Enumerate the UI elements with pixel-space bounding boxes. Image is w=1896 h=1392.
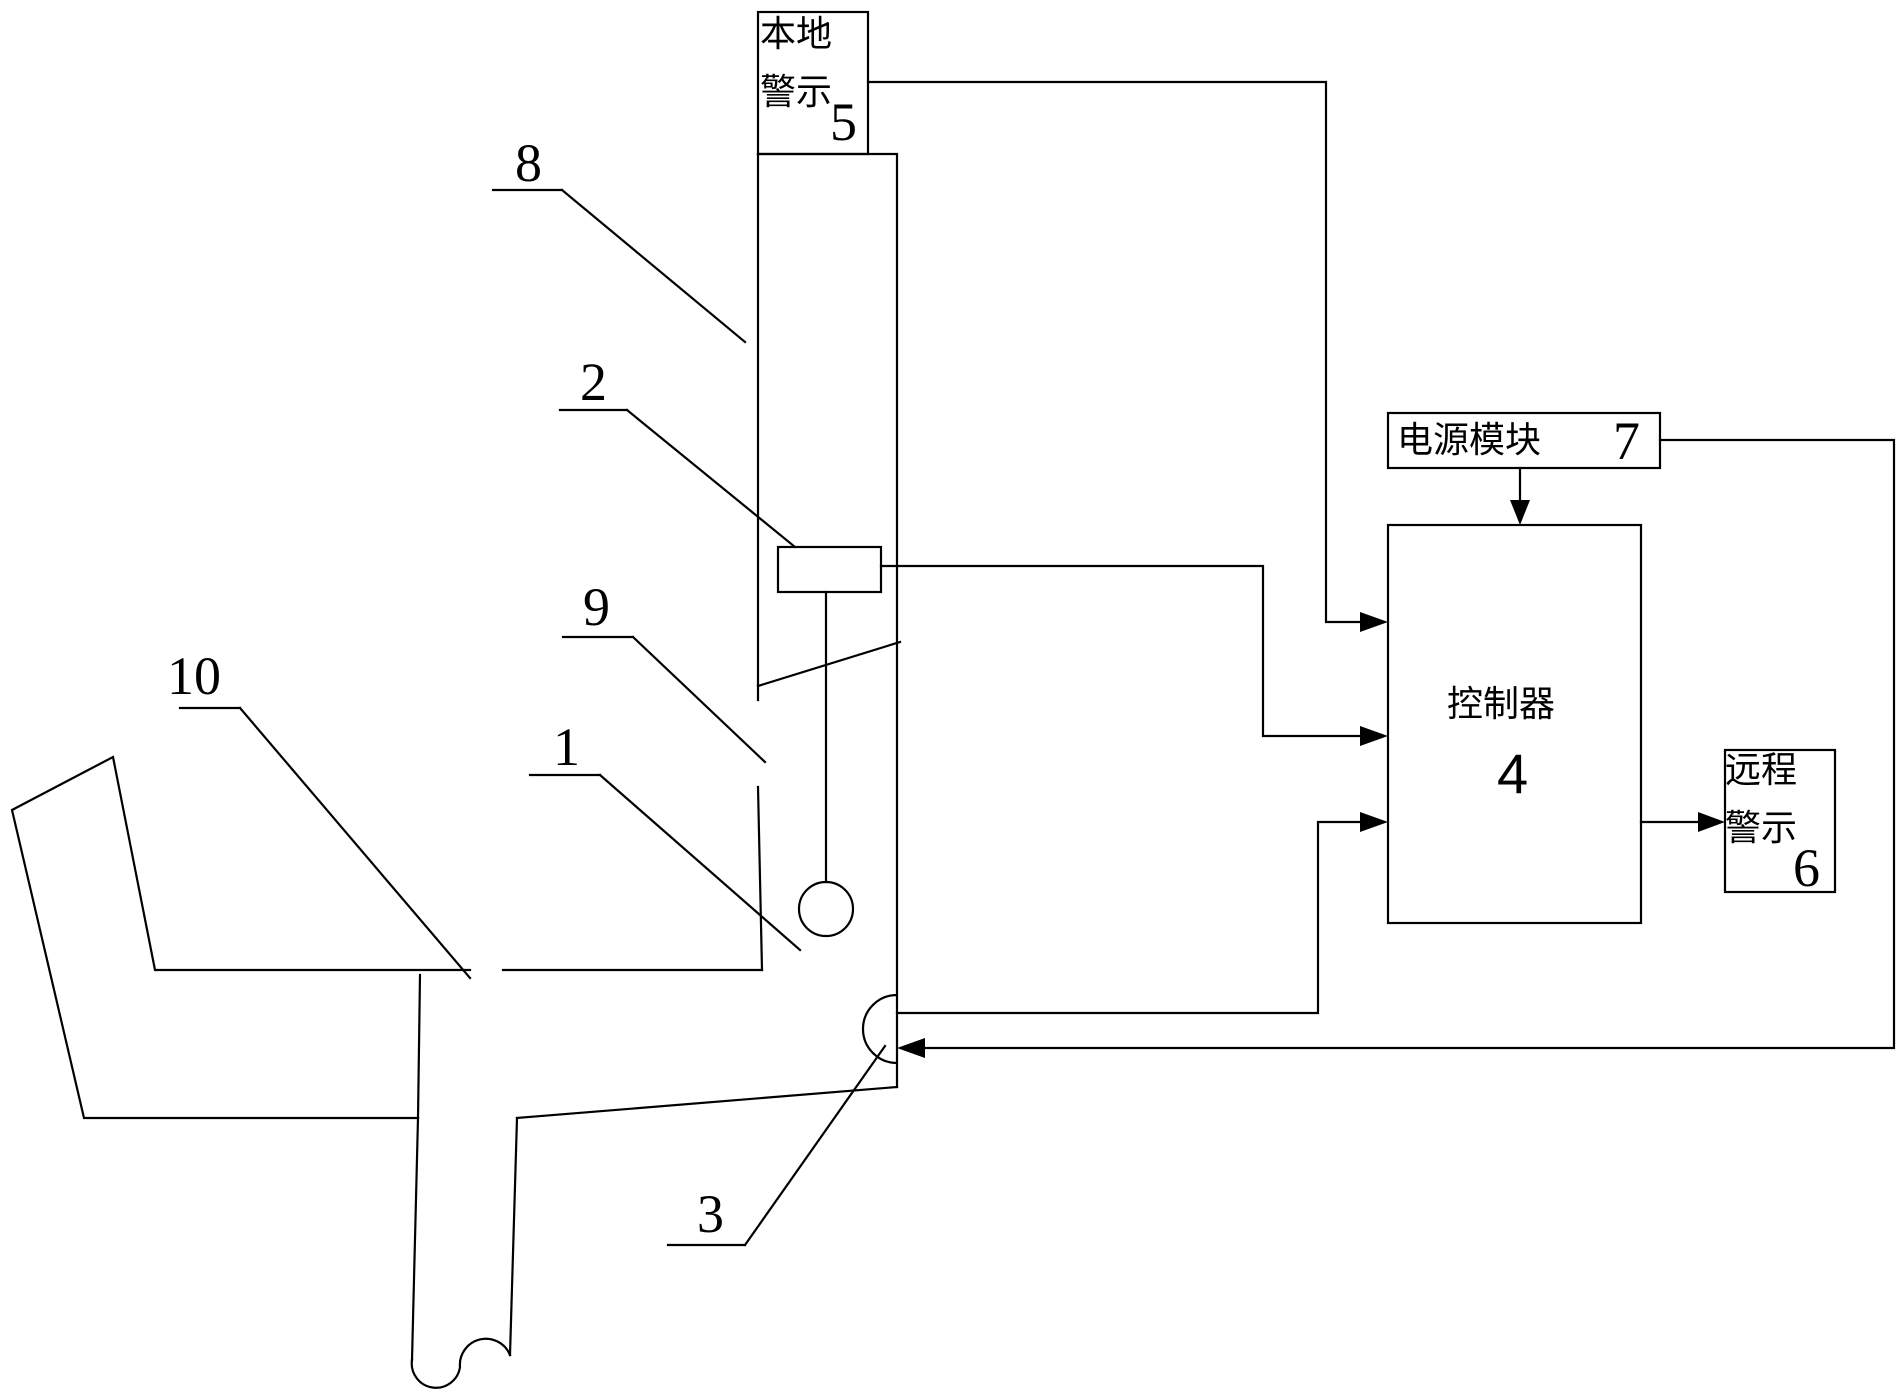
float-ball bbox=[797, 880, 855, 938]
remote-alarm-block: 远程 警示 6 bbox=[1723, 748, 1837, 898]
pressure-sensor bbox=[861, 993, 898, 1065]
callout-3: 3 bbox=[697, 1184, 724, 1244]
callout-8: 8 bbox=[515, 133, 542, 193]
connections bbox=[866, 80, 1896, 1058]
callouts: 8 2 9 1 10 3 bbox=[167, 133, 887, 1247]
vessel-column bbox=[501, 152, 902, 1089]
callout-1: 1 bbox=[553, 717, 580, 777]
local-alarm-block: 本地 警示 5 bbox=[756, 10, 870, 156]
power-module-number: 7 bbox=[1613, 411, 1640, 471]
level-sensor bbox=[776, 545, 883, 938]
arrow-power-to-controller bbox=[1510, 500, 1530, 525]
arrow-controller-to-remote bbox=[1698, 812, 1725, 832]
arrow-5-to-controller bbox=[1360, 612, 1388, 632]
power-module-block: 电源模块 7 bbox=[1386, 411, 1662, 471]
remote-alarm-label-line2: 警示 bbox=[1725, 808, 1797, 849]
arrow-3-to-controller bbox=[1360, 812, 1388, 832]
arrow-power-to-sensor3 bbox=[897, 1038, 925, 1058]
arrow-2-to-controller bbox=[1360, 726, 1388, 746]
controller-number: 4 bbox=[1497, 742, 1528, 805]
pipe-structure bbox=[10, 755, 899, 1389]
callout-9: 9 bbox=[583, 577, 610, 637]
remote-alarm-number: 6 bbox=[1793, 838, 1820, 898]
local-alarm-label-line2: 警示 bbox=[760, 72, 832, 113]
power-module-label: 电源模块 bbox=[1397, 420, 1541, 461]
callout-2: 2 bbox=[580, 352, 607, 412]
controller-block: 控制器 4 bbox=[1386, 523, 1643, 925]
controller-label: 控制器 bbox=[1447, 684, 1555, 725]
remote-alarm-label-line1: 远程 bbox=[1725, 750, 1797, 791]
local-alarm-label-line1: 本地 bbox=[760, 14, 832, 55]
callout-10: 10 bbox=[167, 646, 221, 706]
local-alarm-number: 5 bbox=[830, 92, 857, 152]
